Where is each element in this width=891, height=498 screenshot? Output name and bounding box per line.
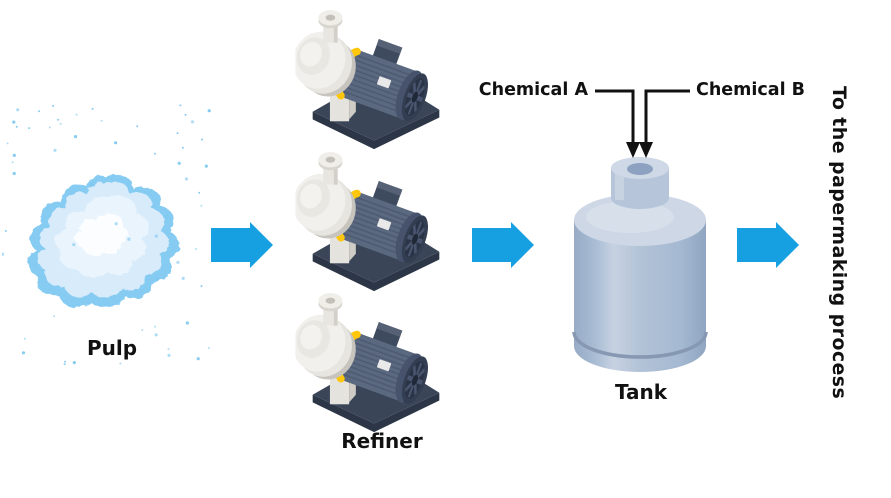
tank-icon	[572, 157, 708, 372]
pulp-icon	[28, 174, 180, 308]
chemical-a-label: Chemical A	[478, 80, 588, 100]
flow-arrow-icon	[472, 222, 534, 268]
refiner-pump-icon	[293, 152, 459, 294]
pulp-label: Pulp	[86, 336, 138, 360]
pulp-speckles	[2, 104, 211, 365]
flow-arrow-icon	[211, 222, 273, 268]
refiner-label: Refiner	[341, 429, 423, 453]
output-label: To the papermaking process	[828, 86, 850, 400]
refiner-pump-icon	[293, 293, 459, 435]
refiner-pump-icon	[293, 10, 459, 152]
chemical-b-label: Chemical B	[696, 80, 806, 100]
pulp-stage	[2, 103, 220, 365]
flow-arrow-icon	[737, 222, 799, 268]
tank-label: Tank	[614, 380, 668, 404]
